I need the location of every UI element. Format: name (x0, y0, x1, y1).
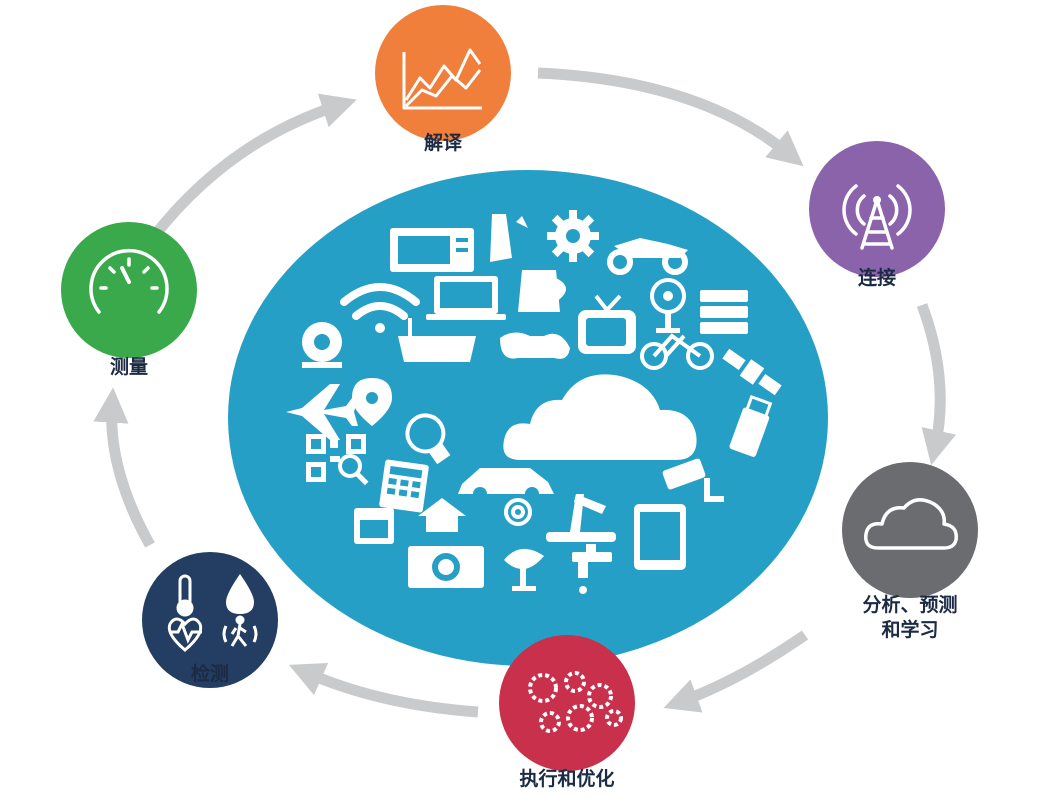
label-detect-text: 检测 (190, 663, 229, 685)
at-sign-icon (504, 498, 532, 526)
node-analyze-circle (842, 462, 978, 598)
gear-icon (547, 210, 599, 262)
tv-icon (578, 294, 636, 354)
tablet-icon (634, 504, 686, 570)
bathtub-icon (398, 318, 476, 362)
bicycle-icon (640, 333, 714, 370)
camera-icon (408, 546, 484, 588)
oven-icon (354, 508, 394, 544)
satellite-dish-icon (504, 548, 544, 591)
node-detect (142, 552, 278, 688)
arrow-interpret-to-connect (537, 67, 804, 167)
arrow-detect-to-measure (93, 387, 155, 548)
node-measure-circle (61, 222, 197, 358)
walking-person-icon (222, 615, 258, 647)
cloud-outline-icon (864, 498, 958, 550)
iron-icon (490, 214, 528, 262)
label-interpret-text: 解译 (423, 132, 462, 154)
laptop-icon (426, 276, 506, 320)
faucet-icon (572, 544, 612, 594)
microwave-icon (390, 228, 474, 272)
security-camera-icon (662, 458, 724, 502)
node-interpret-circle (375, 5, 511, 141)
cloud-icon (503, 374, 697, 460)
line-chart-icon (402, 48, 482, 110)
node-measure (61, 222, 197, 358)
gauge-icon (89, 248, 169, 314)
label-detect: 检测 (160, 662, 260, 687)
usb-drive-icon (729, 394, 773, 457)
webcam-icon (302, 322, 342, 368)
arrow-execute-to-detect (288, 662, 479, 718)
node-connect-circle (809, 141, 945, 277)
node-execute-circle (499, 635, 635, 771)
thermometer-icon (176, 574, 194, 617)
label-connect-text: 连接 (857, 267, 896, 289)
sensors-icon (167, 574, 258, 652)
cycle-arrows (93, 67, 956, 718)
label-measure: 测量 (79, 355, 179, 380)
light-bulb-icon (405, 413, 451, 465)
heart-rate-icon (167, 617, 203, 652)
kettle-icon (518, 270, 566, 312)
car-icon (458, 468, 554, 501)
arrow-measure-to-interpret (150, 93, 357, 239)
node-connect (809, 141, 945, 277)
gears-icon (528, 671, 623, 733)
qr-code-icon (306, 434, 369, 486)
center-icons (286, 210, 782, 594)
fan-icon (650, 278, 686, 333)
label-connect: 连接 (827, 266, 927, 291)
wifi-icon (340, 283, 420, 333)
label-analyze-line1: 分析、预测 (862, 594, 958, 616)
motorcycle-icon (607, 238, 688, 275)
satellite-icon (722, 348, 782, 396)
label-execute: 执行和优化 (477, 767, 657, 792)
calculator-icon (379, 459, 429, 513)
server-icon (700, 290, 748, 334)
label-measure-text: 测量 (109, 356, 148, 378)
gamepad-icon (500, 332, 570, 359)
house-icon (418, 498, 466, 532)
water-drop-icon (226, 574, 254, 614)
location-pin-icon (352, 378, 392, 426)
label-analyze: 分析、预测 和学习 (830, 593, 990, 643)
node-analyze (842, 462, 978, 598)
label-interpret: 解译 (393, 131, 493, 156)
airplane-icon (286, 384, 358, 440)
arrow-connect-to-analyze (916, 303, 956, 466)
node-interpret (375, 5, 511, 141)
arrow-analyze-to-execute (663, 630, 809, 713)
node-execute (499, 635, 635, 771)
antenna-tower-icon (842, 184, 912, 250)
label-execute-text: 执行和优化 (519, 768, 615, 790)
robot-arm-icon (546, 494, 616, 542)
label-analyze-line2: 和学习 (881, 619, 939, 641)
